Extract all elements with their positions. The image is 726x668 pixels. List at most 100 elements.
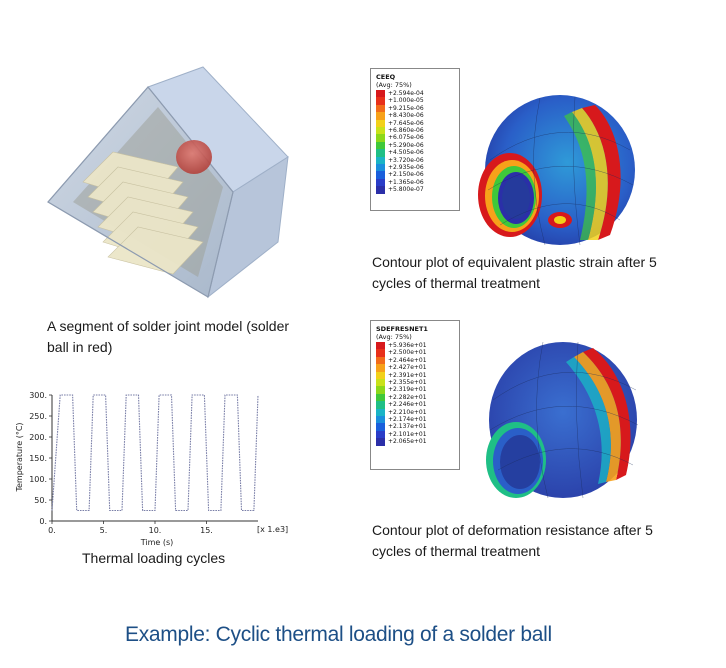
- legend-row: +3.720e-06: [376, 156, 455, 165]
- legend-swatch: [376, 342, 385, 350]
- legend-swatch: [376, 149, 385, 157]
- x-tick-label: 15.: [200, 526, 213, 535]
- legend-value: +5.290e-06: [388, 141, 424, 149]
- legend-swatch: [376, 178, 385, 187]
- strain-caption-line2: cycles of thermal treatment: [372, 275, 541, 291]
- legend-row: +2.464e+01: [376, 356, 455, 365]
- legend-swatch: [376, 349, 385, 357]
- legend-value: +5.800e-07: [388, 186, 424, 194]
- strain-caption-line1: Contour plot of equivalent plastic strai…: [372, 254, 657, 270]
- legend-swatch: [376, 393, 385, 402]
- legend-value: +2.935e-06: [388, 164, 424, 172]
- legend-row: +2.210e+01: [376, 408, 455, 417]
- legend-row: +2.500e+01: [376, 349, 455, 357]
- legend-swatch: [376, 97, 385, 105]
- model-caption-line1: A segment of solder joint model (solder: [47, 318, 290, 334]
- legend-value: +1.365e-06: [388, 178, 424, 186]
- legend-swatch: [376, 401, 385, 409]
- legend-swatch: [376, 408, 385, 417]
- legend-value: +4.505e-06: [388, 149, 424, 157]
- legend-swatch: [376, 134, 385, 142]
- y-tick-label: 150.: [29, 454, 47, 463]
- legend-swatch: [376, 371, 385, 380]
- x-tick-label: 10.: [149, 526, 162, 535]
- resistance-legend: SDEFRESNET1 (Avg: 75%) +5.936e+01+2.500e…: [370, 320, 460, 470]
- legend-value: +2.464e+01: [388, 356, 427, 364]
- legend-row: +1.000e-05: [376, 97, 455, 105]
- legend-swatch: [376, 112, 385, 120]
- y-axis-label: Temperature (°C): [15, 422, 24, 492]
- legend-swatch: [376, 104, 385, 113]
- solder-joint-model-drawing: [47, 66, 289, 299]
- legend-value: +2.427e+01: [388, 364, 427, 372]
- legend-row: +2.391e+01: [376, 371, 455, 380]
- footer-title: Example: Cyclic thermal loading of a sol…: [125, 623, 552, 646]
- y-tick-label: 100.: [29, 475, 47, 484]
- legend-value: +9.215e-06: [388, 104, 424, 112]
- strain-legend-subtitle: (Avg: 75%): [376, 81, 412, 89]
- resistance-legend-title: SDEFRESNET1: [376, 325, 428, 333]
- strain-legend-title: CEEQ: [376, 73, 396, 81]
- legend-row: +2.594e-04: [376, 90, 455, 98]
- legend-swatch: [376, 186, 385, 194]
- legend-swatch: [376, 164, 385, 172]
- resistance-legend-subtitle: (Avg: 75%): [376, 333, 412, 341]
- strain-legend: CEEQ (Avg: 75%) +2.594e-04+1.000e-05+9.2…: [370, 68, 460, 211]
- legend-row: +7.645e-06: [376, 119, 455, 128]
- legend-swatch: [376, 171, 385, 179]
- legend-row: +2.319e+01: [376, 386, 455, 394]
- legend-swatch: [376, 119, 385, 128]
- x-tick-label: 5.: [100, 526, 108, 535]
- legend-row: +4.505e-06: [376, 149, 455, 157]
- chart-caption: Thermal loading cycles: [82, 550, 226, 566]
- legend-swatch: [376, 416, 385, 424]
- legend-value: +8.430e-06: [388, 112, 424, 120]
- legend-row: +5.800e-07: [376, 186, 455, 194]
- y-tick-label: 50.: [34, 496, 47, 505]
- legend-value: +2.319e+01: [388, 386, 427, 394]
- legend-row: +2.427e+01: [376, 364, 455, 372]
- legend-swatch: [376, 141, 385, 150]
- resistance-contour-plot: [478, 330, 643, 510]
- legend-value: +2.065e+01: [388, 438, 427, 446]
- legend-row: +2.282e+01: [376, 393, 455, 402]
- legend-row: +6.860e-06: [376, 127, 455, 135]
- legend-swatch: [376, 423, 385, 431]
- legend-swatch: [376, 90, 385, 98]
- legend-swatch: [376, 379, 385, 387]
- legend-row: +2.150e-06: [376, 171, 455, 179]
- legend-swatch: [376, 430, 385, 439]
- legend-row: +2.101e+01: [376, 430, 455, 439]
- legend-value: +2.101e+01: [388, 430, 427, 438]
- legend-row: +1.365e-06: [376, 178, 455, 187]
- legend-value: +2.500e+01: [388, 349, 427, 357]
- legend-value: +2.594e-04: [388, 90, 424, 97]
- resistance-caption-line2: cycles of thermal treatment: [372, 543, 541, 559]
- legend-row: +6.075e-06: [376, 134, 455, 142]
- legend-value: +3.720e-06: [388, 156, 424, 164]
- legend-swatch: [376, 438, 385, 446]
- legend-swatch: [376, 356, 385, 365]
- thermal-loading-svg: 0.50.100.150.200.250.300.0.5.10.15. Time…: [15, 391, 288, 547]
- x-axis-label: Time (s): [140, 538, 174, 547]
- legend-row: +2.935e-06: [376, 164, 455, 172]
- solder-layers: [82, 151, 204, 275]
- y-tick-label: 250.: [29, 412, 47, 421]
- legend-value: +2.174e+01: [388, 416, 427, 424]
- legend-value: +2.282e+01: [388, 393, 427, 401]
- x-axis-multiplier: [x 1.e3]: [257, 525, 288, 534]
- legend-value: +2.137e+01: [388, 423, 427, 431]
- strain-caption: Contour plot of equivalent plastic strai…: [372, 252, 702, 294]
- model-caption-line2: ball in red): [47, 339, 113, 355]
- legend-value: +2.210e+01: [388, 408, 427, 416]
- legend-swatch: [376, 156, 385, 165]
- thermal-loading-chart: 0.50.100.150.200.250.300.0.5.10.15. Time…: [10, 385, 310, 550]
- legend-value: +7.645e-06: [388, 119, 424, 127]
- legend-swatch: [376, 127, 385, 135]
- legend-value: +2.246e+01: [388, 401, 427, 409]
- resistance-caption: Contour plot of deformation resistance a…: [372, 520, 702, 562]
- legend-value: +2.391e+01: [388, 371, 427, 379]
- legend-row: +2.246e+01: [376, 401, 455, 409]
- legend-value: +1.000e-05: [388, 97, 424, 105]
- legend-row: +8.430e-06: [376, 112, 455, 120]
